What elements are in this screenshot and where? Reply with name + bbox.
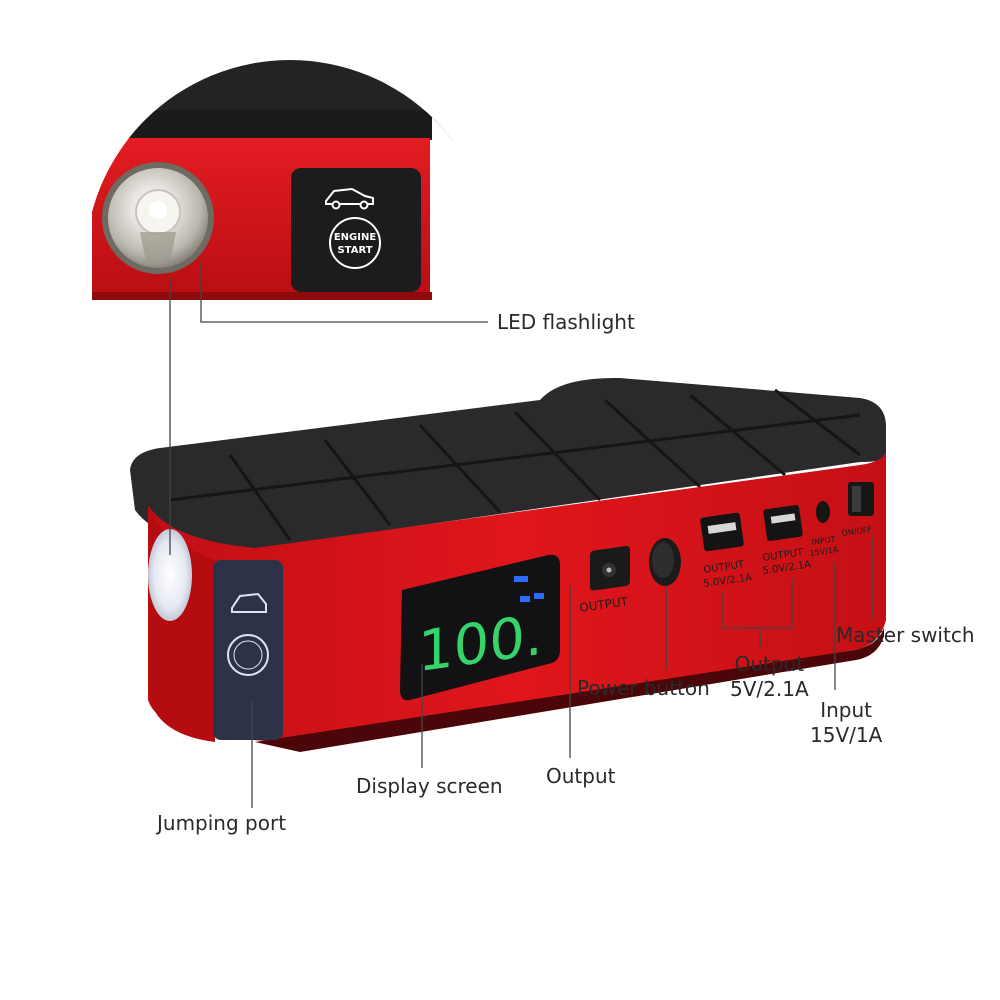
- callout-led-flashlight: LED flashlight: [497, 310, 635, 334]
- dc-port-label: OUTPUT: [578, 594, 629, 615]
- jumping-port-car-icon: [231, 592, 267, 613]
- jump-starter-device: 100. OUTPUT OUTPUT 5.0V/2.1A OUTPU: [130, 377, 886, 752]
- callout-power-button: Power button: [577, 676, 710, 700]
- callout-input: Input 15V/1A: [810, 698, 883, 747]
- switch-label: ON/OFF: [841, 525, 873, 538]
- car-icon: [325, 187, 374, 210]
- badge-text-line1: ENGINE: [334, 232, 376, 243]
- input-label-2: 15V/1A: [809, 545, 839, 558]
- top-grid: [169, 388, 861, 541]
- input-jack: INPUT 15V/1A: [809, 501, 839, 558]
- callout-master-switch: Master switch: [836, 623, 975, 647]
- callout-jumping-port: Jumping port: [157, 811, 287, 835]
- leader-lines: [169, 262, 874, 808]
- callout-display-screen: Display screen: [356, 774, 503, 798]
- input-label-1: INPUT: [811, 535, 836, 547]
- flashlight-icon: [102, 162, 214, 274]
- callout-output-usb: Output 5V/2.1A: [730, 652, 809, 701]
- badge-text-line2: START: [337, 245, 372, 256]
- power-button: [649, 538, 681, 586]
- callout-output: Output: [546, 764, 616, 788]
- dc-output-port: OUTPUT: [578, 545, 630, 615]
- engine-start-badge: ENGINE START: [291, 168, 421, 292]
- master-switch: ON/OFF: [841, 482, 874, 538]
